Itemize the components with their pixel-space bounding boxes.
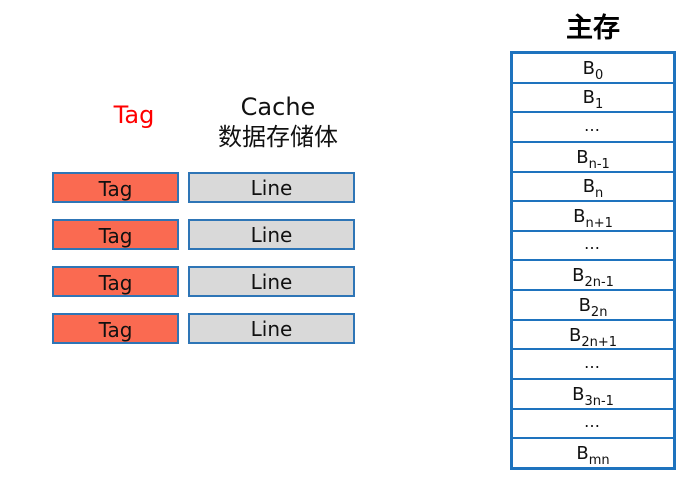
cache-line-box: Line xyxy=(188,172,355,203)
memory-block-label: B0 xyxy=(582,57,604,82)
memory-block-base: B xyxy=(568,324,582,346)
memory-block-label: Bn-1 xyxy=(576,146,610,171)
cache-line-label: Line xyxy=(250,175,293,200)
memory-block-row: … xyxy=(513,407,673,438)
memory-block-label: Bmn xyxy=(576,445,609,467)
memory-block-label: B2n-1 xyxy=(572,267,614,289)
memory-ellipsis: … xyxy=(584,234,602,254)
cache-header-line2: 数据存储体 xyxy=(218,123,338,151)
memory-block-row: … xyxy=(513,348,673,378)
memory-ellipsis: … xyxy=(584,115,602,135)
memory-block-base: B xyxy=(582,176,596,198)
memory-block-subscript: 0 xyxy=(595,67,604,82)
memory-block-subscript: 3n-1 xyxy=(584,393,614,408)
memory-block-base: B xyxy=(576,443,589,465)
cache-column-header: Cache 数据存储体 xyxy=(188,92,368,152)
memory-block-base: B xyxy=(582,87,596,109)
memory-block-subscript: mn xyxy=(588,453,610,467)
cache-line-label: Line xyxy=(250,222,293,247)
memory-block-row: B1 xyxy=(513,81,673,111)
cache-tag-box: Tag xyxy=(52,266,179,297)
cache-tag-label: Tag xyxy=(98,271,133,295)
tag-column-header: Tag xyxy=(113,101,155,129)
memory-block-base: B xyxy=(576,146,589,168)
memory-block-label: Bn+1 xyxy=(573,208,613,230)
cache-line-box: Line xyxy=(188,266,355,297)
memory-block-label: B2n xyxy=(578,294,608,319)
memory-block-subscript: 2n+1 xyxy=(581,334,618,349)
memory-block-row: … xyxy=(513,111,673,141)
memory-block-row: Bn xyxy=(513,170,673,200)
memory-block-base: B xyxy=(572,383,585,405)
memory-block-base: B xyxy=(572,265,585,287)
cache-tag-label: Tag xyxy=(98,318,133,342)
memory-block-row: B2n+1 xyxy=(513,318,673,349)
cache-tag-label: Tag xyxy=(98,224,133,248)
cache-tag-box: Tag xyxy=(52,219,179,250)
memory-block-row: B3n-1 xyxy=(513,378,673,408)
memory-block-subscript: 2n-1 xyxy=(584,275,614,290)
memory-block-subscript: 2n xyxy=(590,304,608,319)
cache-line-label: Line xyxy=(250,316,293,341)
memory-block-subscript: 1 xyxy=(595,97,604,112)
cache-tag-label: Tag xyxy=(98,177,133,201)
memory-block-row: … xyxy=(513,229,673,260)
memory-block-row: B2n xyxy=(513,289,673,319)
memory-block-label: Bn xyxy=(583,178,604,200)
memory-block-label: B1 xyxy=(583,89,604,111)
cache-line-box: Line xyxy=(188,313,355,344)
memory-ellipsis: … xyxy=(584,352,602,372)
memory-block-subscript: n+1 xyxy=(585,216,613,230)
memory-block-row: B0 xyxy=(513,54,673,82)
cache-line-label: Line xyxy=(250,269,293,294)
memory-block-label: B3n-1 xyxy=(572,383,614,408)
memory-block-subscript: n-1 xyxy=(588,156,610,171)
cache-line-box: Line xyxy=(188,219,355,250)
memory-block-base: B xyxy=(582,57,596,79)
memory-block-row: B2n-1 xyxy=(513,259,673,289)
memory-block-label: B2n+1 xyxy=(568,324,618,349)
cache-tag-box: Tag xyxy=(52,172,179,203)
memory-block-row: Bn-1 xyxy=(513,140,673,171)
memory-block-base: B xyxy=(578,294,591,316)
memory-block-base: B xyxy=(573,206,586,228)
cache-header-line1: Cache xyxy=(240,93,316,121)
memory-block-row: Bmn xyxy=(513,437,673,467)
memory-ellipsis: … xyxy=(584,412,602,431)
cache-tag-box: Tag xyxy=(52,313,179,344)
memory-block-subscript: n xyxy=(595,186,604,201)
memory-block-row: Bn+1 xyxy=(513,200,673,230)
main-memory-title: 主存 xyxy=(566,13,620,44)
